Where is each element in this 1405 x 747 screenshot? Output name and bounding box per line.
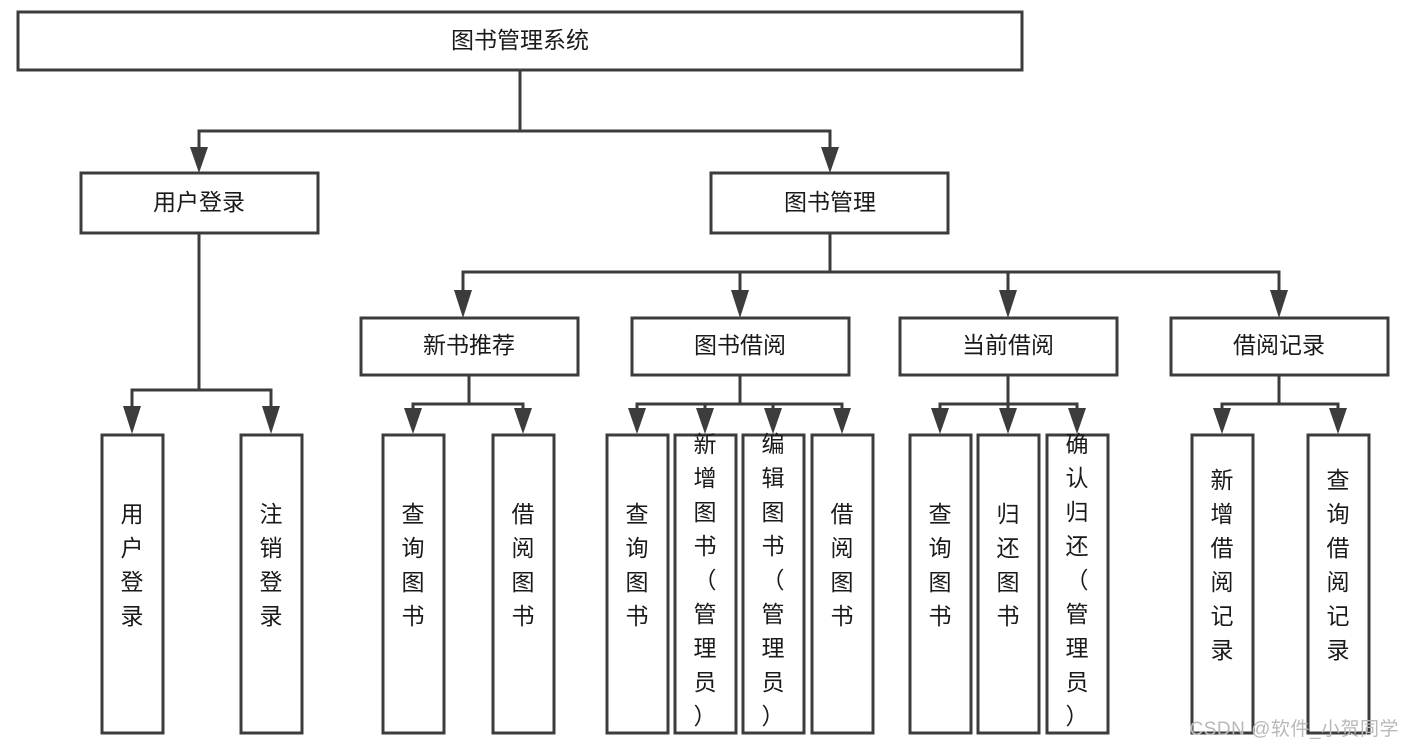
arrowhead-cb-return-book — [999, 408, 1017, 434]
arrowhead-current-borrow — [999, 290, 1017, 318]
node-book-management-box[interactable] — [709, 171, 950, 235]
node-leaf-nb-borrow-book-label: 借阅图书 — [512, 501, 535, 629]
node-leaf-br-add-record[interactable]: 新增借阅记录 — [1190, 433, 1255, 735]
arrowhead-borrow-record — [1270, 290, 1288, 318]
node-book-borrow-label: 图书借阅 — [694, 332, 786, 358]
node-root-box[interactable] — [16, 10, 1024, 72]
node-root-label: 图书管理系统 — [451, 27, 589, 53]
node-leaf-br-query-record-box[interactable] — [1306, 433, 1371, 735]
node-leaf-logout[interactable]: 注销登录 — [239, 433, 304, 735]
node-leaf-bb-edit-book-box[interactable] — [741, 433, 806, 735]
node-new-book-recommend-box[interactable] — [359, 316, 580, 377]
arrowhead-nb-query-book — [404, 408, 422, 434]
node-leaf-logout-label: 注销登录 — [260, 501, 283, 629]
node-leaf-bb-borrow-book-box[interactable] — [810, 433, 875, 735]
arrowhead-book-borrow — [731, 290, 749, 318]
node-book-borrow[interactable]: 图书借阅 — [630, 316, 851, 377]
node-new-book-recommend[interactable]: 新书推荐 — [359, 316, 580, 377]
node-borrow-record-label: 借阅记录 — [1233, 332, 1325, 358]
node-leaf-cb-confirm-return-label: 确认归还（管理员） — [1066, 431, 1089, 729]
arrowhead-leaf-logout — [262, 406, 280, 434]
node-book-management[interactable]: 图书管理 — [709, 171, 950, 235]
node-borrow-record[interactable]: 借阅记录 — [1169, 316, 1390, 377]
arrowhead-nb-borrow-book — [514, 408, 532, 434]
node-current-borrow[interactable]: 当前借阅 — [898, 316, 1119, 377]
node-leaf-logout-box[interactable] — [239, 433, 304, 735]
node-leaf-bb-query-book-box[interactable] — [605, 433, 670, 735]
node-leaf-user-login[interactable]: 用户登录 — [100, 433, 165, 735]
node-root-system[interactable]: 图书管理系统 — [16, 10, 1024, 72]
arrowhead-bb-query-book — [628, 408, 646, 434]
node-leaf-bb-add-book-box[interactable] — [673, 433, 738, 735]
node-current-borrow-label: 当前借阅 — [962, 332, 1054, 358]
node-leaf-cb-query-book[interactable]: 查询图书 — [908, 433, 973, 735]
arrowhead-bb-borrow-book — [833, 408, 851, 434]
node-leaf-cb-return-book[interactable]: 归还图书 — [976, 433, 1041, 735]
node-leaf-bb-add-book[interactable]: 新增图书（管理员） — [673, 431, 738, 735]
node-leaf-cb-return-book-box[interactable] — [976, 433, 1041, 735]
node-leaf-nb-borrow-book-box[interactable] — [491, 433, 556, 735]
node-leaf-user-login-label: 用户登录 — [121, 501, 144, 629]
node-leaf-nb-borrow-book[interactable]: 借阅图书 — [491, 433, 556, 735]
node-leaf-nb-query-book-box[interactable] — [381, 433, 446, 735]
node-new-book-recommend-label: 新书推荐 — [423, 332, 515, 358]
arrowhead-cb-query-book — [931, 408, 949, 434]
node-leaf-user-login-box[interactable] — [100, 433, 165, 735]
node-leaf-bb-edit-book-label: 编辑图书（管理员） — [762, 431, 785, 729]
node-leaf-bb-add-book-label: 新增图书（管理员） — [694, 431, 717, 729]
node-borrow-record-box[interactable] — [1169, 316, 1390, 377]
node-user-login-box[interactable] — [79, 171, 320, 235]
node-leaf-br-add-record-label: 新增借阅记录 — [1211, 467, 1234, 663]
node-leaf-bb-query-book-label: 查询图书 — [626, 501, 649, 629]
arrowhead-new-book — [454, 290, 472, 318]
arrowhead-book-mgmt — [821, 147, 839, 173]
arrowhead-bb-edit-book — [764, 408, 782, 434]
node-leaf-nb-query-book-label: 查询图书 — [402, 501, 425, 629]
node-leaf-nb-query-book[interactable]: 查询图书 — [381, 433, 446, 735]
arrowhead-br-query-record — [1329, 408, 1347, 434]
node-leaf-cb-return-book-label: 归还图书 — [997, 501, 1020, 629]
node-book-management-label: 图书管理 — [784, 189, 876, 215]
node-leaf-bb-query-book[interactable]: 查询图书 — [605, 433, 670, 735]
node-leaf-bb-edit-book[interactable]: 编辑图书（管理员） — [741, 431, 806, 735]
arrowhead-user-login — [190, 147, 208, 173]
arrowhead-leaf-user-login — [123, 406, 141, 434]
arrowhead-cb-confirm-return — [1068, 408, 1086, 434]
node-leaf-bb-borrow-book[interactable]: 借阅图书 — [810, 433, 875, 735]
node-leaf-br-add-record-box[interactable] — [1190, 433, 1255, 735]
arrowhead-bb-add-book — [696, 408, 714, 434]
node-leaf-cb-query-book-box[interactable] — [908, 433, 973, 735]
node-book-borrow-box[interactable] — [630, 316, 851, 377]
node-leaf-cb-confirm-return[interactable]: 确认归还（管理员） — [1045, 431, 1110, 735]
arrowhead-br-add-record — [1213, 408, 1231, 434]
connector-group — [123, 68, 1347, 434]
node-current-borrow-box[interactable] — [898, 316, 1119, 377]
node-user-login[interactable]: 用户登录 — [79, 171, 320, 235]
node-leaf-cb-confirm-return-box[interactable] — [1045, 433, 1110, 735]
node-leaf-br-query-record[interactable]: 查询借阅记录 — [1306, 433, 1371, 735]
node-user-login-label: 用户登录 — [153, 189, 245, 215]
node-leaf-cb-query-book-label: 查询图书 — [929, 501, 952, 629]
node-leaf-br-query-record-label: 查询借阅记录 — [1327, 467, 1350, 663]
node-leaf-bb-borrow-book-label: 借阅图书 — [831, 501, 854, 629]
